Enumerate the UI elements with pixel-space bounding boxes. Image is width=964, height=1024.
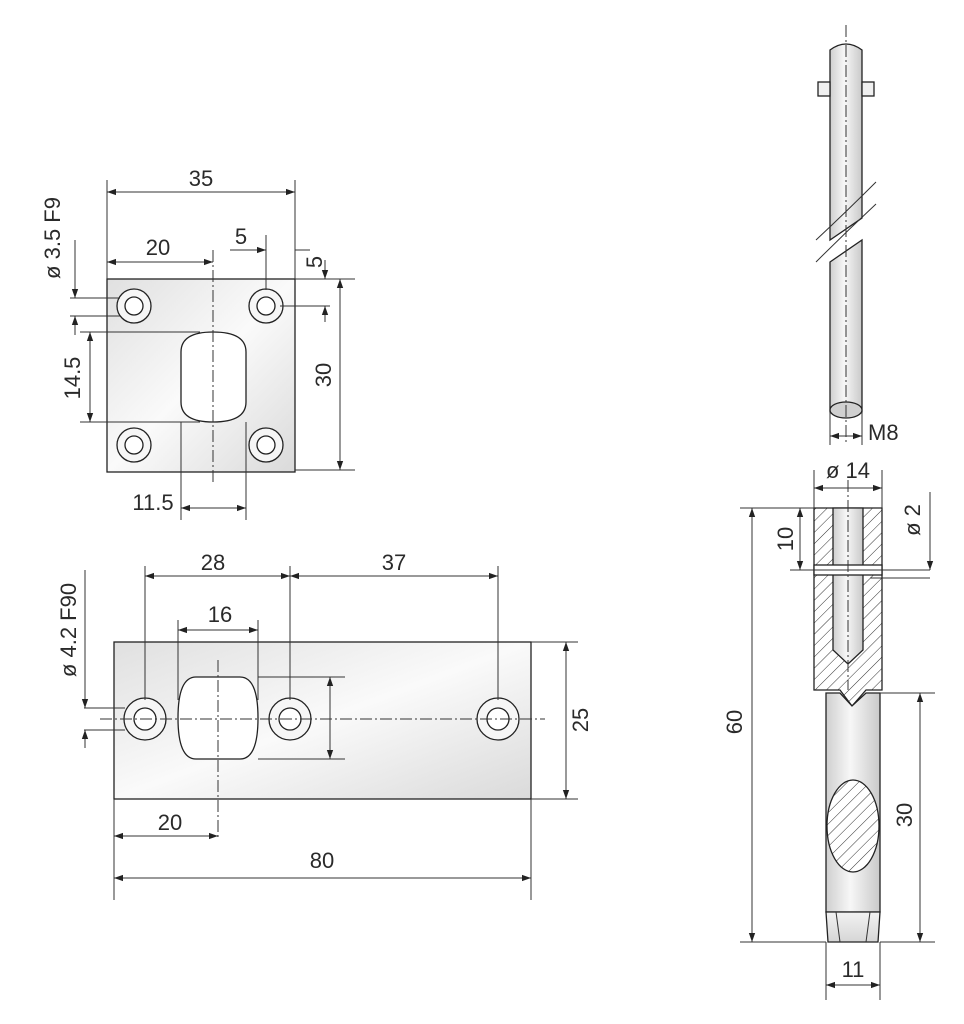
cross-pin-right bbox=[861, 81, 875, 97]
dim-total-length: 60 bbox=[722, 710, 747, 734]
dim-hole-spacing-y: 30 bbox=[311, 363, 336, 387]
dim-length: 80 bbox=[310, 848, 334, 873]
dim-slot-width: 16 bbox=[208, 602, 232, 627]
threaded-pin: M8 bbox=[815, 25, 899, 445]
strike-plate-hole bbox=[248, 288, 284, 324]
strike-plate-hole bbox=[116, 288, 152, 324]
dim-hole-diameter: ø 3.5 F9 bbox=[40, 197, 65, 279]
dim-slot-height: 14.5 bbox=[60, 357, 85, 400]
bolt-tip bbox=[825, 911, 881, 943]
bolt: ø 14 10 ø 2 60 30 11 bbox=[722, 458, 935, 1000]
dim-slot-width: 11.5 bbox=[132, 490, 173, 515]
dim-thread: M8 bbox=[868, 420, 899, 445]
strike-plate-hole bbox=[248, 427, 284, 463]
dim-bolt-diameter: ø 14 bbox=[826, 458, 870, 483]
dim-pin-diameter: ø 2 bbox=[900, 504, 925, 536]
dim-edge-x: 5 bbox=[235, 224, 247, 249]
face-plate-slot bbox=[177, 676, 259, 760]
dim-hole-spacing-2: 37 bbox=[382, 550, 406, 575]
dim-offset-x: 20 bbox=[158, 810, 182, 835]
dim-hole-offset-x: 20 bbox=[146, 235, 170, 260]
dim-hole-diameter: ø 4.2 F90 bbox=[56, 583, 81, 677]
dim-height: 25 bbox=[568, 708, 593, 732]
strike-plate-hole bbox=[116, 427, 152, 463]
bolt-cut-window bbox=[826, 779, 880, 873]
dim-tip-width: 11 bbox=[842, 957, 865, 982]
face-plate-hole bbox=[476, 697, 520, 741]
strike-plate: 35 20 5 5 30 ø 3.5 F9 14.5 11.5 bbox=[40, 166, 355, 520]
cross-pin-left bbox=[817, 81, 831, 97]
face-plate: 28 37 16 ø 4.2 F90 25 20 80 bbox=[56, 550, 593, 900]
dim-tip-length: 30 bbox=[892, 803, 917, 827]
dim-edge-y: 5 bbox=[302, 256, 327, 268]
dim-width: 35 bbox=[189, 166, 213, 191]
dim-hole-spacing-1: 28 bbox=[201, 550, 225, 575]
dim-pin-depth: 10 bbox=[773, 527, 798, 551]
face-plate-body bbox=[113, 641, 532, 800]
